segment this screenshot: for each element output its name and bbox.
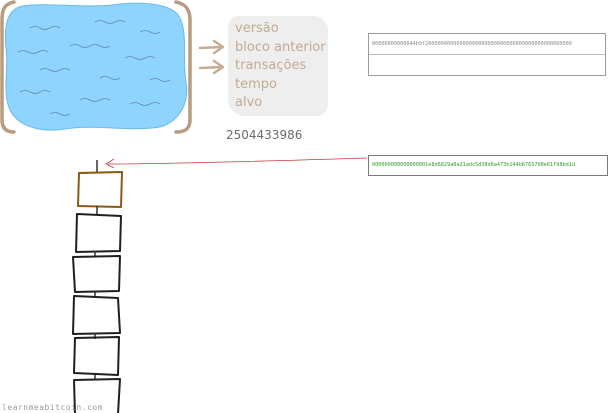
mempool-squiggles: [17, 20, 171, 116]
chain-block: [73, 378, 121, 413]
chain-block: [72, 295, 121, 335]
chain-block: [72, 255, 121, 293]
field-target: alvo: [235, 95, 263, 110]
blockchain: [72, 171, 123, 413]
new-block: [77, 171, 123, 208]
hash-attempt: [369, 55, 605, 76]
hash-attempt: 00000000000044b9f20000000000000000000000…: [369, 34, 605, 55]
chain-block: [73, 336, 120, 376]
arrow-right-icon: [198, 59, 225, 75]
target-hash: 000000000000000001e8d6829a8a21adc5d38d0a…: [368, 155, 608, 176]
hash-attempts-box: 00000000000044b9f20000000000000000000000…: [368, 33, 606, 76]
chain-block: [75, 213, 122, 253]
field-transactions: transações: [235, 58, 307, 73]
nonce-value: 2504433986: [226, 128, 303, 142]
block-header-fields: versão bloco anterior transações tempo a…: [235, 20, 326, 113]
mempool-blob: [4, 2, 188, 131]
mempool-brackets: [0, 0, 192, 134]
field-previous-block: bloco anterior: [235, 39, 326, 55]
block-header-panel: [228, 16, 328, 116]
credit-text: learnmeabitcoin.com: [2, 403, 104, 412]
arrow-right-icon: [198, 39, 225, 55]
field-version: versão: [235, 21, 279, 36]
target-arrow: [105, 157, 368, 169]
mempool-illustration: [0, 0, 192, 134]
field-time: tempo: [235, 76, 277, 92]
